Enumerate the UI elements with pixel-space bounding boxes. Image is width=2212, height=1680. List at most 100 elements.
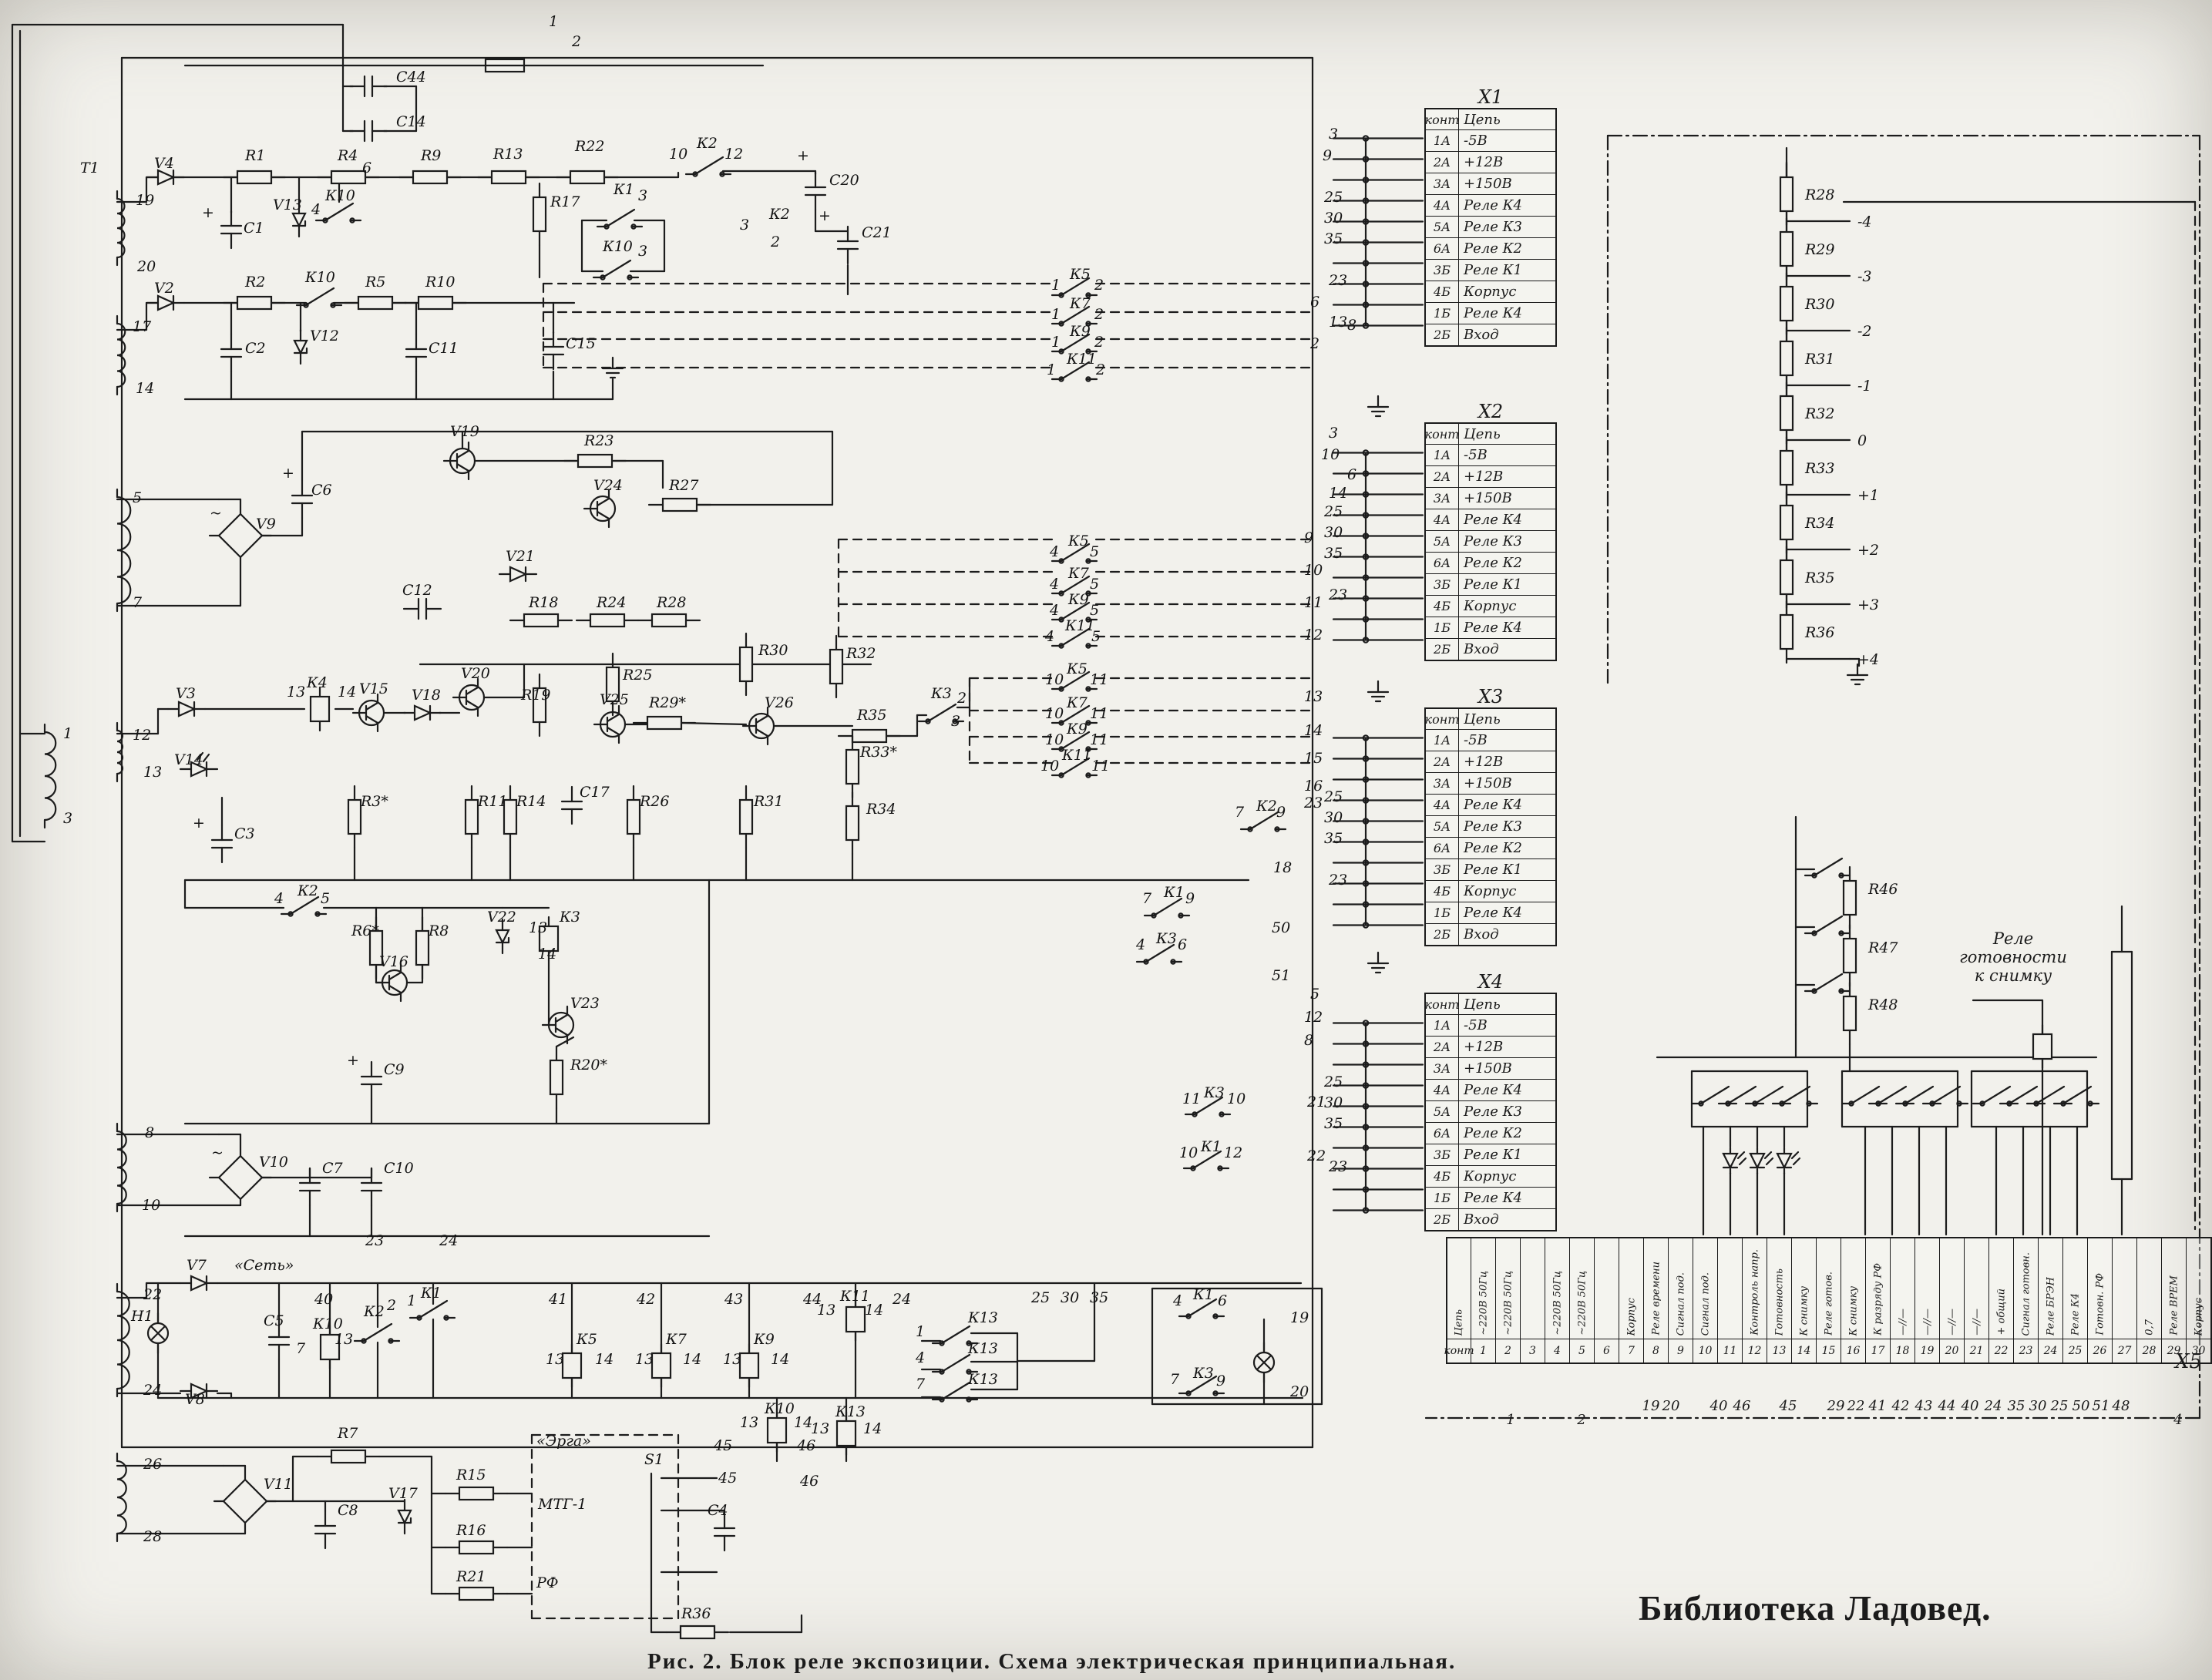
component-label: V14 [174, 751, 203, 768]
switch-contact [1058, 720, 1064, 726]
component-label: К11 [1066, 351, 1097, 368]
x5-circuit-label: К снимку [1798, 1285, 1810, 1336]
component-label: 25 [1323, 503, 1343, 520]
component-label: V25 [600, 691, 629, 708]
component-label: R14 [516, 793, 546, 810]
connector-circuit: Реле К4 [1464, 905, 1522, 921]
connector-pin: 3А [1426, 1058, 1459, 1079]
transistor-symbol [365, 714, 379, 724]
x5-wire-number: 42 [1891, 1398, 1910, 1414]
transistor-symbol [755, 727, 769, 738]
component-label: 11 [1090, 705, 1108, 722]
connector-row: 3А+150В [1426, 487, 1555, 509]
x5-circuit-cell: Сигнал под. [1693, 1238, 1717, 1339]
switch-symbol [1060, 627, 1091, 647]
x5-pin-number: 10 [1693, 1339, 1717, 1362]
connector-circuit: +12В [1464, 754, 1504, 770]
x5-pin-number: 7 [1619, 1339, 1643, 1362]
component-label: 7 [916, 1376, 926, 1393]
switch-contact [416, 1315, 422, 1321]
figure-caption: Рис. 2. Блок реле экспозиции. Схема элек… [647, 1649, 1457, 1674]
component-label: R27 [668, 477, 699, 494]
switch-contact [1058, 321, 1064, 327]
junction-dot [1362, 1165, 1370, 1172]
connector-pin: 2Б [1426, 1209, 1459, 1230]
component-label: 28 [143, 1528, 162, 1545]
switch-contact [1058, 643, 1064, 649]
component-label: R32 [845, 645, 876, 662]
component-label: 23 [1328, 586, 1347, 603]
switch-symbol [2062, 1085, 2093, 1105]
component-label: V9 [256, 516, 276, 533]
junction-dot [1362, 553, 1370, 560]
junction-dot [1362, 901, 1370, 908]
component-label: С44 [396, 69, 426, 86]
component-label: 24 [143, 1382, 162, 1399]
component-label: 4 [274, 890, 284, 907]
connector-pin: 6А [1426, 238, 1459, 259]
resistor-symbol [829, 648, 844, 685]
connector-circuit: Реле К4 [1464, 512, 1522, 528]
junction-dot [1362, 1124, 1370, 1131]
x5-pin-number: 23 [2014, 1339, 2038, 1362]
x5-pin-number: 9 [1669, 1339, 1693, 1362]
component-label: 10 [1045, 731, 1064, 748]
resistor-symbol [845, 805, 860, 842]
x5-circuit-label: Реле К4 [2069, 1293, 2081, 1336]
junction-dot [1362, 135, 1370, 142]
x5-wire-number: 22 [1847, 1398, 1865, 1414]
switch-contact [1185, 1390, 1192, 1396]
component-label: 43 [724, 1291, 743, 1308]
component-label: V26 [765, 694, 794, 711]
component-label: 50 [1272, 919, 1290, 936]
connector-pin: 4Б [1426, 596, 1459, 617]
resistor-symbol [523, 613, 560, 628]
switch-contact [2087, 1100, 2093, 1107]
connector-pin: 2Б [1426, 639, 1459, 660]
switch-symbol [1187, 1298, 1218, 1318]
switch-symbol [605, 208, 636, 228]
led-arrow [1765, 1157, 1774, 1166]
component-label: R47 [1867, 939, 1898, 956]
switch-symbol [1753, 1085, 1784, 1105]
library-watermark: Библиотека Ладовед. [1639, 1588, 1992, 1628]
ladder-resistor-label: R33 [1804, 460, 1834, 477]
component-label: V18 [412, 687, 441, 704]
switch-contact [314, 911, 321, 917]
component-label: 13 [811, 1420, 829, 1437]
resistor-symbol [415, 929, 430, 966]
component-label: К11 [839, 1288, 870, 1305]
ladder-tap-label: 0 [1857, 432, 1867, 449]
component-label: 23 [1328, 1158, 1347, 1175]
component-label: R46 [1867, 881, 1898, 898]
switch-contact [925, 718, 931, 724]
switch-symbol [601, 259, 632, 279]
connector-header-circuit: Цепь [1464, 111, 1501, 128]
switch-contact [1085, 720, 1091, 726]
switch-contact [303, 302, 309, 308]
component-label: 13 [546, 1351, 564, 1368]
switch-contact [1058, 617, 1064, 623]
switch-contact [1058, 376, 1064, 382]
switch-contact [1058, 686, 1064, 692]
component-label: С7 [322, 1160, 344, 1177]
component-label: 51 [1272, 967, 1290, 984]
component-label: К2 [696, 135, 718, 152]
diode-symbol [413, 704, 432, 721]
component-label: 23 [1328, 272, 1347, 289]
x5-wire-number: 40 [1709, 1398, 1728, 1414]
switch-contact [1848, 1100, 1854, 1107]
component-label: 9 [1323, 147, 1332, 164]
x5-circuit-cell: ~220В 50Гц [1471, 1238, 1495, 1339]
switch-contact [1170, 959, 1176, 965]
resistor-symbol [417, 295, 454, 311]
